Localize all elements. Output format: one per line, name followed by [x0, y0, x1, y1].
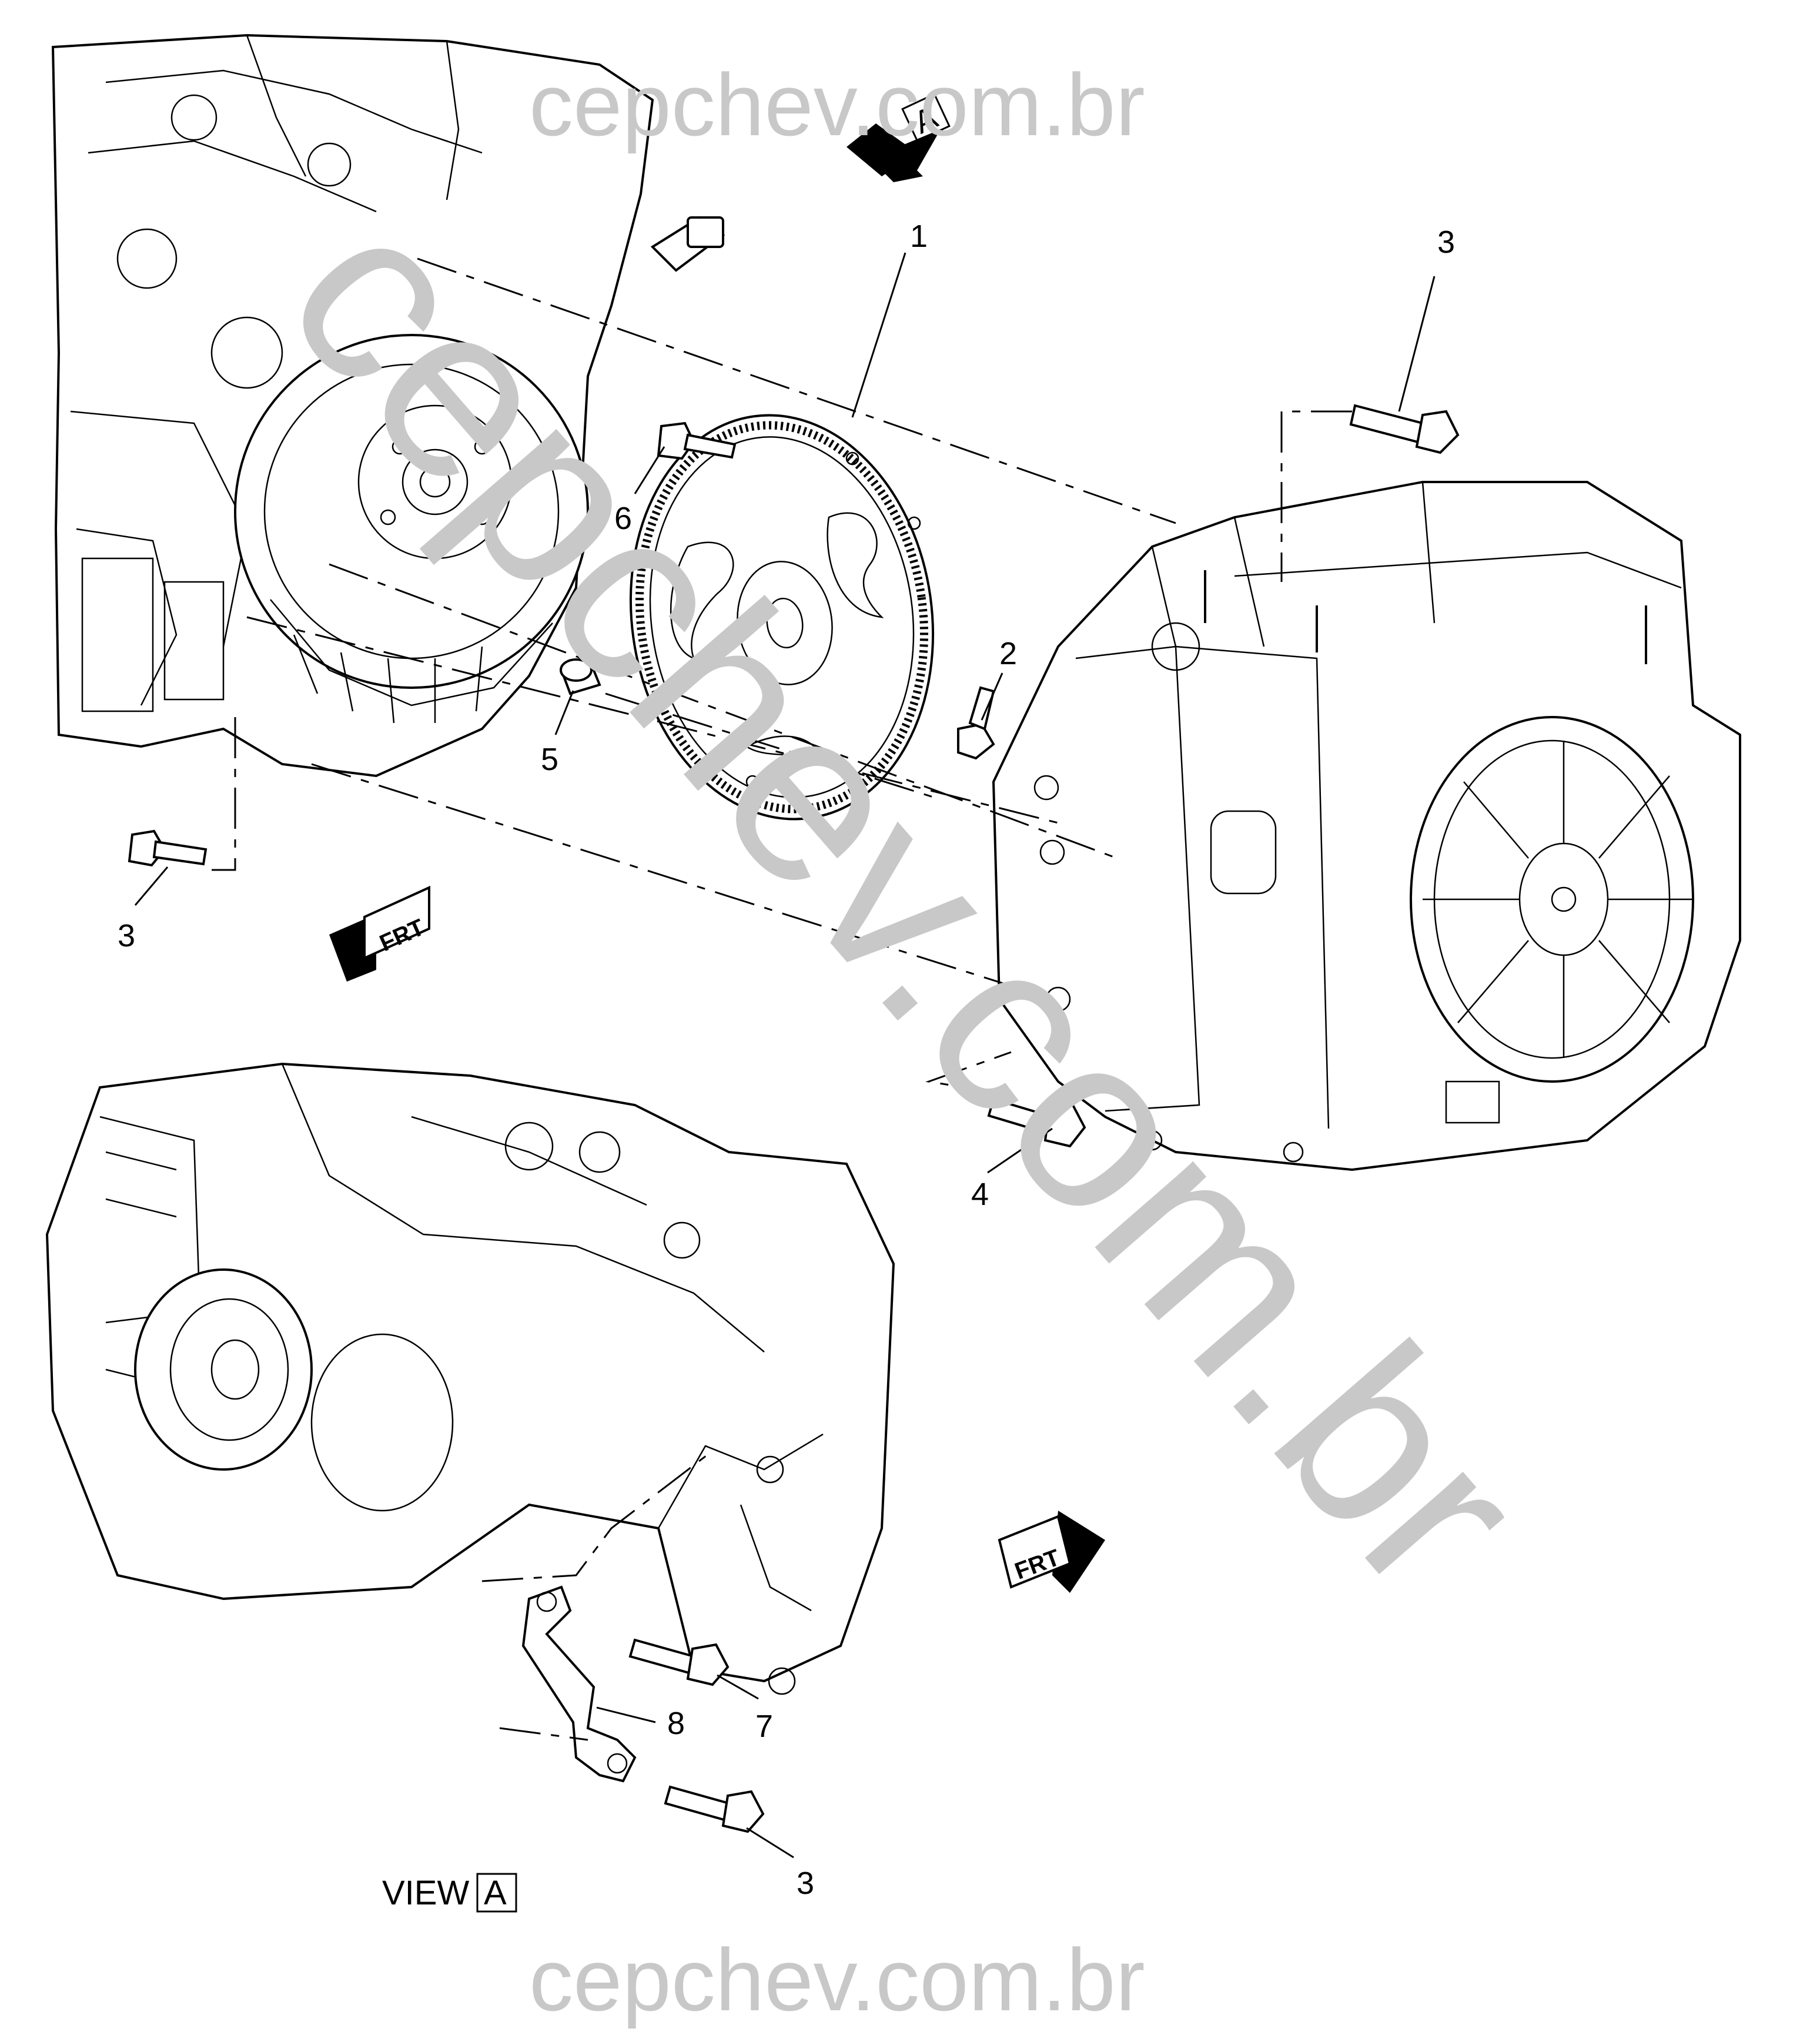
front-arrow-upper: FRT	[329, 885, 430, 982]
view-label-text: VIEW	[382, 1874, 469, 1912]
flywheel	[629, 414, 935, 821]
front-arrow-icon-lower	[1052, 1511, 1105, 1593]
callout-6: 6	[614, 501, 632, 536]
callout-3-left: 3	[118, 918, 135, 953]
callout-labels: 1 3 6 2 5 3 4 8 7 3	[118, 219, 1455, 1901]
bolt-2	[957, 686, 995, 760]
leader-lines	[134, 252, 1436, 1859]
watermark-top: cepchev.com.br	[529, 55, 1145, 154]
callout-3-upper-right: 3	[1437, 225, 1455, 260]
bolt-6	[657, 421, 737, 460]
callout-1: 1	[910, 219, 928, 254]
view-label-letter: A	[484, 1874, 507, 1912]
watermark-bottom: cepchev.com.br	[529, 1930, 1145, 2029]
callout-8: 8	[667, 1706, 685, 1741]
engine-block-lower	[45, 1062, 895, 1695]
bolt-7	[628, 1638, 730, 1686]
engine-block-upper	[51, 34, 725, 778]
bolt-3-left	[128, 829, 208, 867]
callout-2: 2	[999, 636, 1017, 671]
bolt-3-lower	[664, 1785, 765, 1833]
transaxle	[992, 481, 1741, 1171]
bracket-8	[521, 1585, 637, 1783]
callout-7: 7	[755, 1709, 773, 1744]
callout-3-lower: 3	[797, 1866, 814, 1901]
callout-4: 4	[971, 1177, 989, 1212]
bolt-4	[987, 1097, 1086, 1148]
dowel-5	[560, 658, 601, 695]
front-arrow-lower: FRT	[998, 1511, 1105, 1593]
view-label: VIEW A	[382, 1873, 517, 1913]
bolt-3-upper-right	[1349, 404, 1460, 454]
callout-5: 5	[541, 742, 558, 777]
alignment-lines	[212, 257, 1352, 1741]
